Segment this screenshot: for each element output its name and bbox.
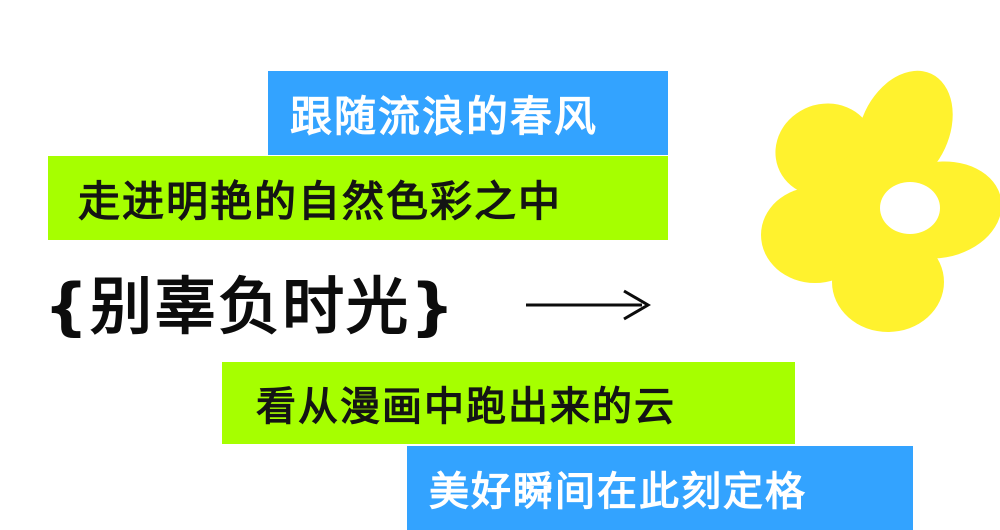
flower-icon [761,70,1000,332]
banner-line-1: 跟随流浪的春风 [268,71,668,155]
banner-line-3: 看从漫画中跑出来的云 [222,362,795,444]
banner-line-1-text: 跟随流浪的春风 [290,91,599,141]
banner-line-4: 美好瞬间在此刻定格 [407,446,913,530]
headline-text: {别辜负时光} [44,270,457,343]
right-arrow-icon [526,289,651,321]
banner-line-4-text: 美好瞬间在此刻定格 [429,469,807,515]
headline: {别辜负时光} [44,256,456,346]
banner-line-2: 走进明艳的自然色彩之中 [48,156,668,240]
banner-line-3-text: 看从漫画中跑出来的云 [256,384,676,430]
banner-line-2-text: 走进明艳的自然色彩之中 [78,176,563,226]
